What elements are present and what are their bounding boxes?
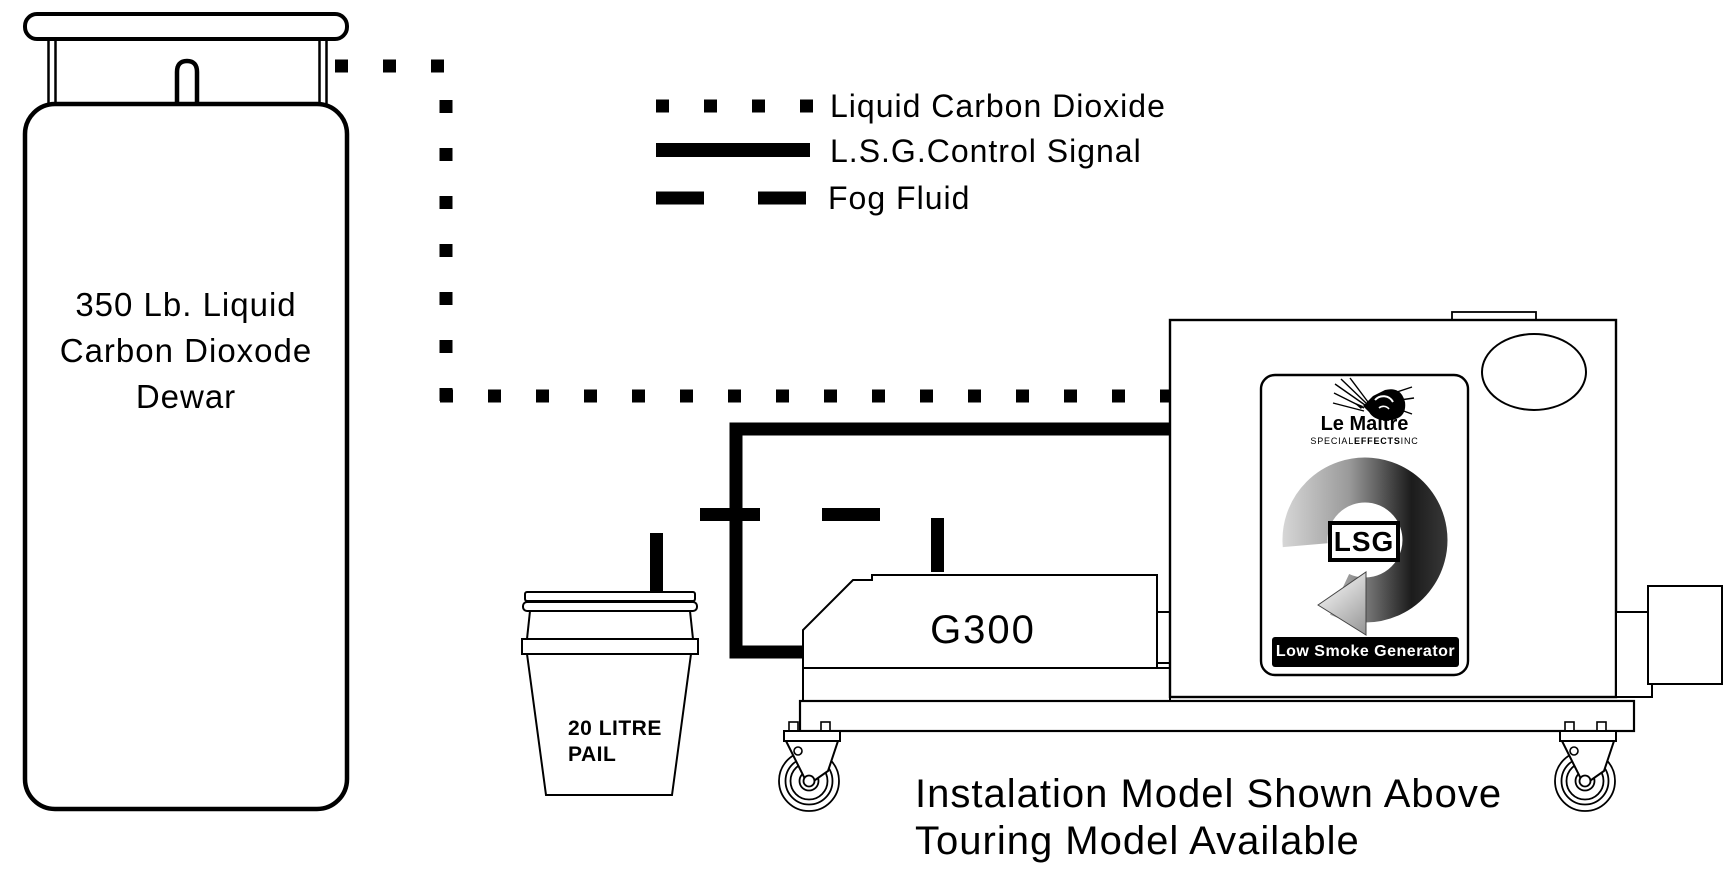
g300-pedestal <box>802 667 1171 702</box>
exhaust-duct-inner <box>1615 611 1653 698</box>
legend-label-fog: Fog Fluid <box>828 180 971 216</box>
control-signal-line <box>729 422 1172 659</box>
brand-name: Le Maitre <box>1320 413 1409 435</box>
dewar-outline <box>22 12 350 812</box>
co2-dotted-line <box>335 59 1172 403</box>
pail-lid-top <box>524 591 696 602</box>
g300-unit <box>802 574 1171 702</box>
exhaust-duct-outer <box>1647 585 1723 685</box>
g300-label: G300 <box>930 608 1036 652</box>
dewar-body <box>22 101 350 812</box>
caster-right <box>1554 721 1617 812</box>
dewar-cap <box>23 12 349 41</box>
lsg-badge: LSG <box>1328 521 1400 562</box>
legend-label-control: L.S.G.Control Signal <box>830 133 1142 169</box>
g300-connector <box>1156 611 1171 664</box>
plate-caption-bar: Low Smoke Generator <box>1272 637 1459 667</box>
swirl-arrow-graphic <box>1282 457 1448 636</box>
bird-logo-icon <box>1332 377 1415 421</box>
pail-band <box>521 638 699 655</box>
pail-lid-lip <box>522 601 698 612</box>
legend-label-co2: Liquid Carbon Dioxide <box>830 88 1166 124</box>
cart-base <box>798 699 1636 733</box>
dewar-cap-posts <box>47 39 328 105</box>
pail-outline <box>521 591 699 796</box>
legend-samples <box>656 99 813 205</box>
fog-fluid-line <box>650 508 944 592</box>
caster-left <box>778 721 841 812</box>
brand-subtitle: SPECIALEFFECTSINC <box>1310 436 1419 446</box>
dewar-valve-handle <box>174 58 200 105</box>
intake-ellipse <box>1481 333 1587 411</box>
